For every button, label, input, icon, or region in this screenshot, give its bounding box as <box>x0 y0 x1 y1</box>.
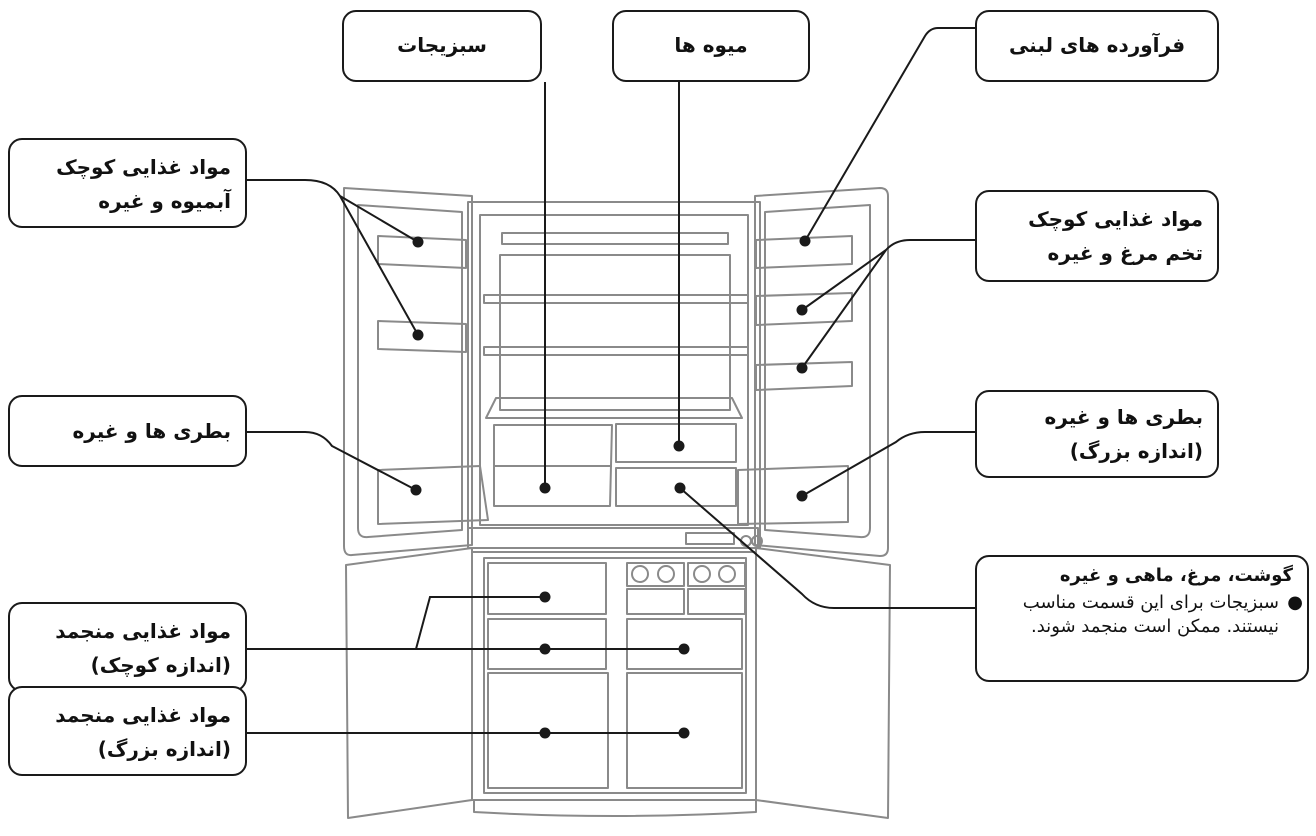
freezer-bin-mid-right <box>626 618 743 670</box>
dot-fruits <box>673 440 685 452</box>
left-door-bin-1 <box>377 235 467 269</box>
fruit-drawer <box>615 423 737 463</box>
vegetable-drawer <box>493 424 613 507</box>
top-light-panel <box>501 232 729 245</box>
freezer-left-door <box>345 547 473 819</box>
dot-frozen-large-2 <box>678 727 690 739</box>
right-door-bin-1 <box>755 235 853 269</box>
leader-bottles-left <box>247 431 417 491</box>
label-dairy: فرآورده های لبنی <box>975 10 1219 82</box>
freezer-bin-low-left <box>487 672 609 789</box>
left-door-bin-3 <box>377 465 489 525</box>
ice-tray-right <box>687 562 746 587</box>
freezer-bin-upper-left <box>487 562 607 615</box>
leader-frozen-small <box>247 596 684 650</box>
fridge-compartment <box>479 214 749 526</box>
dot-bottles-left <box>410 484 422 496</box>
label-vegetables: سبزیجات <box>342 10 542 82</box>
leader-bottles-large <box>801 431 975 497</box>
meat-note: ● سبزیجات برای این قسمت مناسب نیستند. مم… <box>1022 592 1303 637</box>
freezer-compartment <box>483 557 747 794</box>
ice-bin-left <box>626 588 685 615</box>
freezer-bin-mid-left <box>487 618 607 670</box>
leader-dairy <box>804 27 975 242</box>
dot-frozen-small-1 <box>539 591 551 603</box>
inner-back-wall <box>499 254 731 411</box>
label-frozen-small: مواد غذایی منجمد (اندازه کوچک) <box>8 602 247 692</box>
right-door-bin-2 <box>755 292 853 326</box>
label-small-food-eggs: مواد غذایی کوچک تخم مرغ و غیره <box>975 190 1219 282</box>
ice-tray-left <box>626 562 685 587</box>
leader-small-juice <box>247 179 419 336</box>
meat-title: گوشت، مرغ، ماهی و غیره <box>1059 565 1293 586</box>
right-door-inner <box>764 204 871 539</box>
leader-small-eggs <box>801 239 975 369</box>
freezer-handle-bar <box>473 799 757 817</box>
label-bottles-large: بطری ها و غیره (اندازه بزرگ) <box>975 390 1219 478</box>
dot-juice-1 <box>412 236 424 248</box>
label-small-food-juice: مواد غذایی کوچک آبمیوه و غیره <box>8 138 247 228</box>
label-meat: گوشت، مرغ، ماهی و غیره ● سبزیجات برای ای… <box>975 555 1309 682</box>
left-fridge-door <box>343 187 473 557</box>
leader-meat <box>679 487 975 609</box>
dot-frozen-small-3 <box>678 643 690 655</box>
dot-bottles-large <box>796 490 808 502</box>
dot-frozen-large-1 <box>539 727 551 739</box>
shelf-2 <box>483 346 749 356</box>
dot-vegetables <box>539 482 551 494</box>
freezer-right-door <box>755 547 891 819</box>
dot-dairy <box>799 235 811 247</box>
control-strip <box>467 527 759 549</box>
left-door-inner <box>357 204 463 539</box>
label-fruits: میوه ها <box>612 10 810 82</box>
left-door-bin-2 <box>377 320 467 353</box>
ice-bin-right <box>687 588 746 615</box>
right-door-bin-4 <box>737 465 849 525</box>
control-button-2 <box>751 535 763 547</box>
right-fridge-door <box>754 187 889 557</box>
control-display <box>685 532 735 545</box>
freezer-bin-low-right <box>626 672 743 789</box>
dot-juice-2 <box>412 329 424 341</box>
dot-eggs-2 <box>796 362 808 374</box>
shelf-1 <box>483 294 749 304</box>
dot-eggs-1 <box>796 304 808 316</box>
meat-drawer <box>615 467 737 507</box>
fridge-cabinet <box>467 201 761 549</box>
label-bottles-left: بطری ها و غیره <box>8 395 247 467</box>
label-frozen-large: مواد غذایی منجمد (اندازه بزرگ) <box>8 686 247 776</box>
shelf-3 <box>485 397 743 419</box>
dot-frozen-small-2 <box>539 643 551 655</box>
right-door-bin-3 <box>755 361 853 391</box>
dot-meat <box>674 482 686 494</box>
